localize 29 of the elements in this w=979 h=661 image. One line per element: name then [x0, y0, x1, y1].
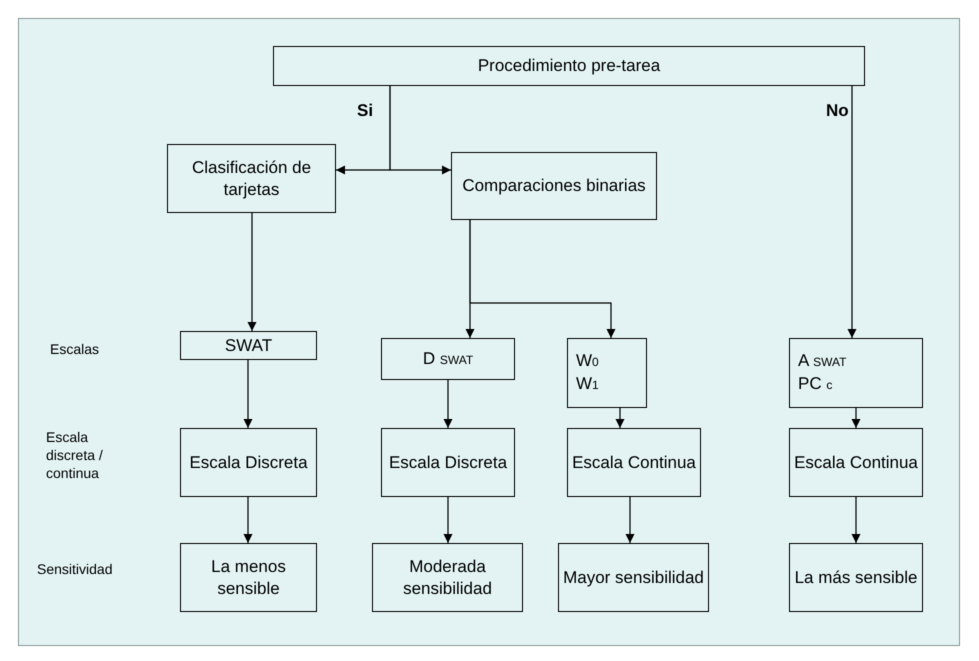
arrow — [852, 408, 860, 428]
arrow — [848, 86, 856, 338]
process-box: Mayor sensibilidad — [558, 543, 709, 612]
process-box: Escala Discreta — [180, 428, 317, 497]
arrow — [616, 408, 624, 428]
process-box: La más sensible — [789, 543, 923, 612]
branch-label: No — [826, 102, 849, 120]
row-label: Escala discreta / continua — [46, 428, 104, 482]
arrow — [244, 360, 252, 428]
process-box: Procedimiento pre-tarea — [273, 46, 865, 86]
branch-label: Si — [357, 102, 374, 120]
process-box: SWAT — [180, 331, 317, 360]
process-box: La menos sensible — [180, 543, 317, 612]
process-box: Escala Continua — [567, 428, 701, 497]
process-box: Clasificación de tarjetas — [167, 144, 336, 213]
process-box: Escala Continua — [789, 428, 923, 497]
process-box: Moderada sensibilidad — [372, 543, 523, 612]
arrow — [389, 86, 451, 174]
arrow — [469, 220, 616, 338]
arrow — [444, 497, 452, 543]
process-box: Comparaciones binarias — [451, 152, 657, 220]
arrow — [248, 213, 256, 331]
process-box: Escala Discreta — [381, 428, 515, 497]
arrow — [444, 380, 452, 428]
row-label: Escalas — [50, 340, 100, 358]
arrow — [852, 497, 860, 543]
row-label: Sensitividad — [37, 560, 112, 578]
arrow — [626, 497, 634, 543]
arrow — [244, 497, 252, 543]
